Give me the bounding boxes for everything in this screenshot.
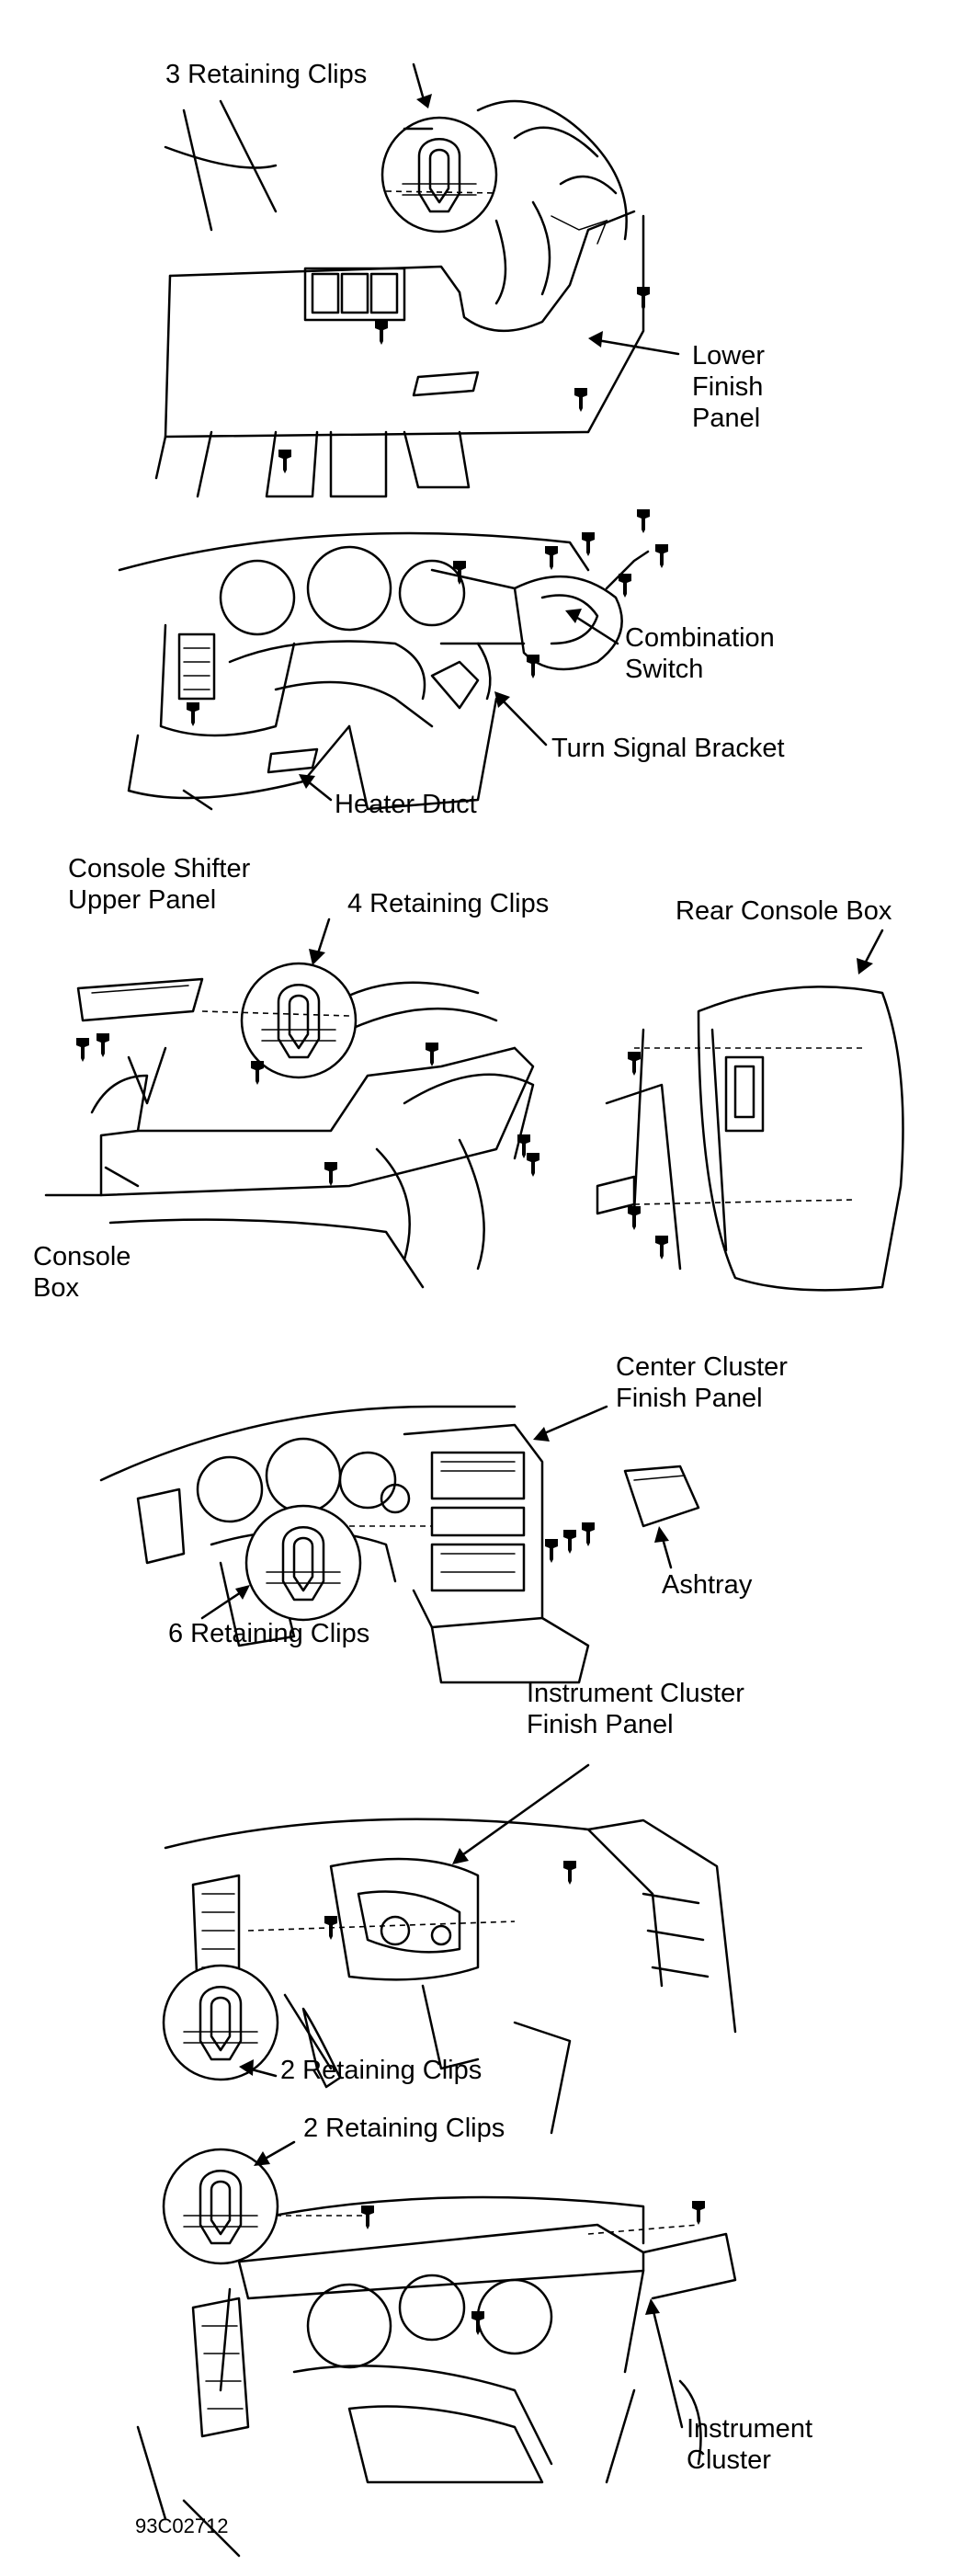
label-instrument-cluster: Instrument Cluster bbox=[687, 2413, 812, 2476]
label-line: Finish Panel bbox=[616, 1384, 763, 1413]
figure-code: 93C02712 bbox=[135, 2514, 229, 2537]
label-2-retaining-clips-top: 2 Retaining Clips bbox=[303, 2114, 505, 2143]
label-line: Upper Panel bbox=[68, 885, 217, 915]
label-line: Finish bbox=[692, 372, 764, 402]
label-line: Instrument Cluster bbox=[527, 1679, 744, 1708]
panel-1-drawing bbox=[154, 63, 680, 498]
label-turn-signal-bracket: Turn Signal Bracket bbox=[551, 734, 785, 763]
label-line: Box bbox=[33, 1273, 79, 1303]
label-lower-finish-panel: Lower Finish Panel bbox=[692, 340, 765, 434]
label-line: Console Shifter bbox=[68, 854, 251, 883]
label-line: Switch bbox=[625, 655, 704, 684]
label-line: Finish Panel bbox=[527, 1710, 674, 1739]
label-line: Cluster bbox=[687, 2445, 771, 2475]
panel-4-drawing bbox=[99, 1405, 700, 1684]
label-center-cluster-finish-panel: Center Cluster Finish Panel bbox=[616, 1351, 788, 1414]
label-line: Instrument bbox=[687, 2414, 812, 2444]
label-3-retaining-clips: 3 Retaining Clips bbox=[165, 60, 368, 89]
label-instrument-cluster-finish-panel: Instrument Cluster Finish Panel bbox=[527, 1678, 744, 1740]
label-line: Center Cluster bbox=[616, 1352, 788, 1382]
label-heater-duct: Heater Duct bbox=[335, 790, 477, 819]
panel-2-drawing bbox=[118, 509, 668, 811]
label-console-box: Console Box bbox=[33, 1241, 131, 1304]
label-console-shifter-upper-panel: Console Shifter Upper Panel bbox=[68, 853, 250, 916]
label-combination-switch: Combination Switch bbox=[625, 622, 775, 685]
label-line: Panel bbox=[692, 404, 761, 433]
label-line: Combination bbox=[625, 623, 775, 653]
panel-3-drawing bbox=[44, 918, 904, 1292]
label-line: Console bbox=[33, 1242, 131, 1271]
label-rear-console-box: Rear Console Box bbox=[676, 896, 892, 926]
label-line: Lower bbox=[692, 341, 765, 370]
label-6-retaining-clips: 6 Retaining Clips bbox=[168, 1619, 370, 1648]
panel-6-drawing bbox=[136, 2140, 737, 2558]
label-ashtray: Ashtray bbox=[662, 1570, 753, 1600]
label-2-retaining-clips: 2 Retaining Clips bbox=[280, 2056, 483, 2085]
panel-5-drawing bbox=[162, 1763, 737, 2135]
label-4-retaining-clips: 4 Retaining Clips bbox=[347, 889, 550, 918]
